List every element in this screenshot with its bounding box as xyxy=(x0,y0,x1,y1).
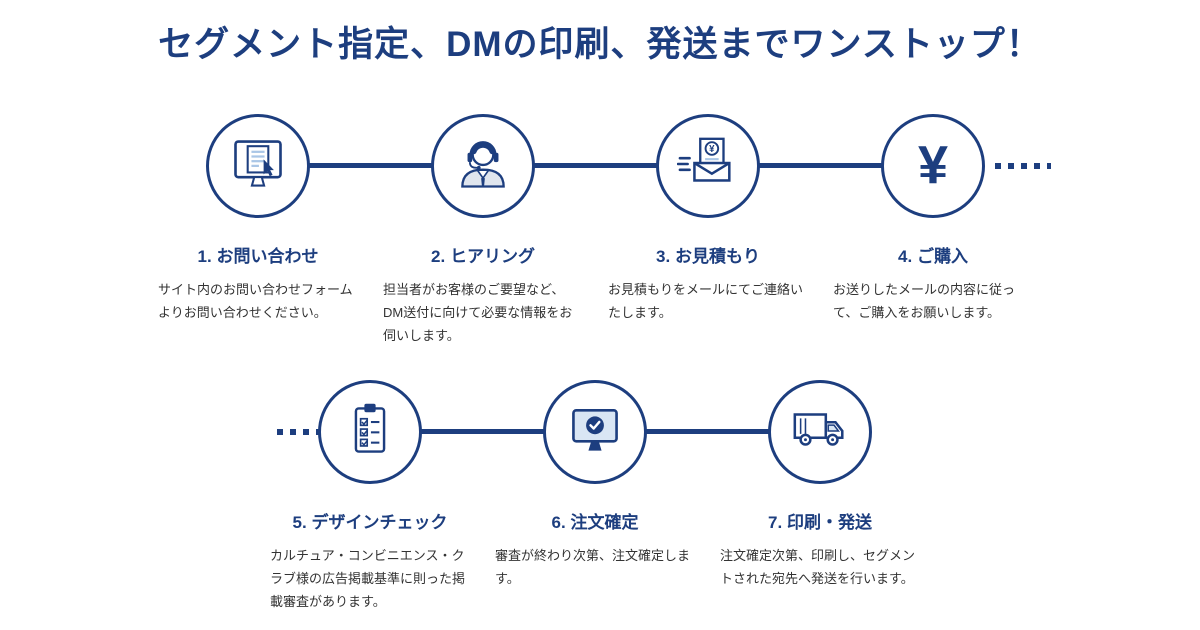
step-label: 5. デザインチェック xyxy=(292,513,448,532)
step-description: お送りしたメールの内容に従って、ご購入をお願いします。 xyxy=(833,282,1016,320)
step-label: 4. ご購入 xyxy=(898,247,968,266)
step-7-print-ship: 7. 印刷・発送 注文確定次第、印刷し、セグメントされた宛先へ発送を行います。 xyxy=(715,380,925,591)
step-circle xyxy=(543,380,647,484)
delivery-truck-icon xyxy=(789,399,851,466)
quote-mail-icon: ¥ xyxy=(676,133,739,200)
step-label: 3. お見積もり xyxy=(656,247,760,266)
step-description: 担当者がお客様のご要望など、DM送付に向けて必要な情報をお伺いします。 xyxy=(383,282,573,343)
step-description: 審査が終わり次第、注文確定します。 xyxy=(495,548,691,586)
step-5-design-check: 5. デザインチェック カルチュア・コンビニエンス・クラブ様の広告掲載基準に則っ… xyxy=(265,380,475,613)
step-label: 6. 注文確定 xyxy=(551,513,639,532)
step-1-inquiry: 1. お問い合わせ サイト内のお問い合わせフォームよりお問い合わせください。 xyxy=(153,114,363,325)
step-label: 1. お問い合わせ xyxy=(197,247,319,266)
page-title: セグメント指定、DMの印刷、発送までワンストップ！ xyxy=(158,25,1042,64)
flow-connector-row1 xyxy=(258,163,933,168)
operator-headset-icon xyxy=(453,134,513,199)
yen-icon: ¥ xyxy=(917,135,949,195)
step-circle: ¥ xyxy=(656,114,760,218)
flow-dots-row2-left xyxy=(277,429,319,435)
step-description: カルチュア・コンビニエンス・クラブ様の広告掲載基準に則った掲載審査があります。 xyxy=(270,548,466,609)
step-circle xyxy=(768,380,872,484)
step-description: お見積もりをメールにてご連絡いたします。 xyxy=(608,282,804,320)
monitor-inquiry-icon xyxy=(228,134,288,199)
yen-glyph-small: ¥ xyxy=(709,143,715,154)
order-confirm-monitor-icon xyxy=(565,400,625,465)
step-circle xyxy=(318,380,422,484)
step-circle xyxy=(206,114,310,218)
step-2-hearing: 2. ヒアリング 担当者がお客様のご要望など、DM送付に向けて必要な情報をお伺い… xyxy=(378,114,588,347)
step-circle: ¥ xyxy=(881,114,985,218)
step-6-order-confirm: 6. 注文確定 審査が終わり次第、注文確定します。 xyxy=(490,380,700,591)
step-description: サイト内のお問い合わせフォームよりお問い合わせください。 xyxy=(158,282,353,320)
checklist-clipboard-icon xyxy=(340,400,400,465)
step-3-quotation: ¥ 3. お見積もり お見積もりをメールにてご連絡いたします。 xyxy=(603,114,813,325)
step-label: 2. ヒアリング xyxy=(431,247,535,266)
step-circle xyxy=(431,114,535,218)
step-label: 7. 印刷・発送 xyxy=(768,513,872,532)
step-4-purchase: ¥ 4. ご購入 お送りしたメールの内容に従って、ご購入をお願いします。 xyxy=(828,114,1038,325)
step-description: 注文確定次第、印刷し、セグメントされた宛先へ発送を行います。 xyxy=(720,548,916,586)
flow-dots-row1-right xyxy=(995,163,1051,169)
